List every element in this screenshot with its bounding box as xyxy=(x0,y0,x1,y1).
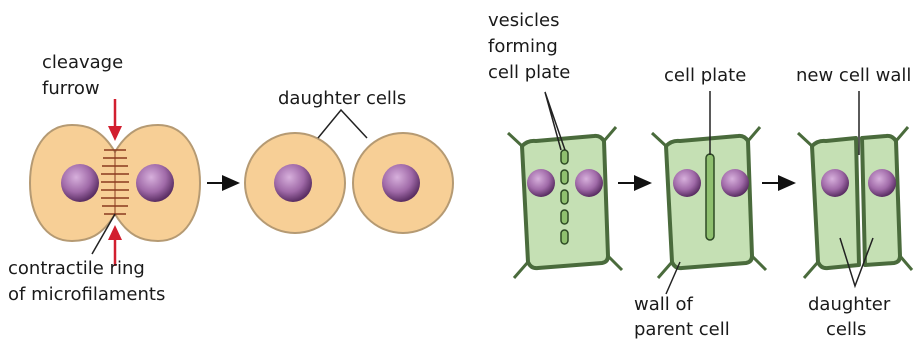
plant-cell-plate xyxy=(652,91,766,294)
label-cell-plate-vesicles: cell plate xyxy=(488,62,570,83)
plant2-nucleus-left xyxy=(673,169,701,197)
label-parent-cell: parent cell xyxy=(634,319,730,340)
label-cleavage: cleavage xyxy=(42,52,123,73)
plant1-nucleus-left xyxy=(527,169,555,197)
nucleus-daughter-left xyxy=(274,164,312,202)
plant-cell-3-right xyxy=(862,136,900,265)
label-vesicles: vesicles xyxy=(488,10,559,31)
label-daughter-cells-animal: daughter cells xyxy=(278,88,406,109)
label-of-microfilaments: of microfilaments xyxy=(8,284,165,305)
plant-cell-new-wall xyxy=(798,91,912,286)
nucleus-right xyxy=(136,164,174,202)
label-cells: cells xyxy=(826,319,866,340)
plant3-nucleus-left xyxy=(821,169,849,197)
label-daughter: daughter xyxy=(808,294,891,315)
plant3-nucleus-right xyxy=(868,169,896,197)
animal-daughter-cells xyxy=(245,110,453,233)
label-contractile-ring: contractile ring xyxy=(8,258,145,279)
plant-cell-vesicles xyxy=(508,92,622,278)
nucleus-left xyxy=(61,164,99,202)
label-new-cell-wall: new cell wall xyxy=(796,65,911,86)
label-cell-plate: cell plate xyxy=(664,65,746,86)
plant2-nucleus-right xyxy=(721,169,749,197)
label-forming: forming xyxy=(488,36,558,57)
plant1-nucleus-right xyxy=(575,169,603,197)
label-furrow: furrow xyxy=(42,78,100,99)
label-wall-of: wall of xyxy=(634,294,693,315)
nucleus-daughter-right xyxy=(382,164,420,202)
daughter-cells-leader xyxy=(318,110,367,138)
cell-plate xyxy=(706,154,714,240)
furrow-arrow-top xyxy=(108,99,122,141)
animal-dividing-cell xyxy=(30,99,200,266)
plant-cell-3-left xyxy=(812,138,859,268)
